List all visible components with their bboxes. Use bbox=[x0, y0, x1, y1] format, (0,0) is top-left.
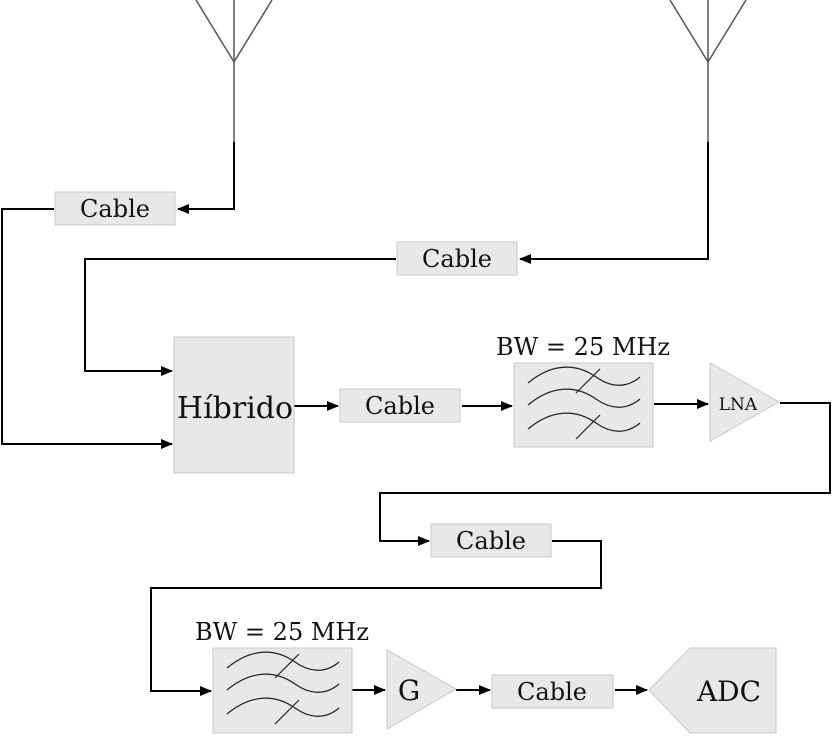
cable-block-2: Cable bbox=[396, 241, 518, 276]
lna-amplifier: LNA bbox=[709, 362, 781, 442]
adc-icon bbox=[648, 647, 777, 734]
wire-antenna-left-to-cable1 bbox=[177, 142, 235, 214]
cable-block-3: Cable bbox=[339, 388, 461, 423]
antenna-right-icon bbox=[669, 0, 747, 142]
antenna-left-icon bbox=[195, 0, 273, 142]
filter-icon bbox=[226, 651, 340, 725]
cable-block-1: Cable bbox=[54, 191, 176, 226]
cable-label: Cable bbox=[517, 678, 587, 706]
filter2-block bbox=[212, 647, 353, 734]
wire-antenna-right-to-cable2 bbox=[519, 142, 709, 264]
cable-label: Cable bbox=[422, 245, 492, 273]
filter1-bandwidth-label: BW = 25 MHz bbox=[496, 333, 670, 361]
cable-block-4: Cable bbox=[430, 523, 552, 558]
cable-label: Cable bbox=[80, 195, 150, 223]
wire-cable2-to-hybrid bbox=[84, 258, 396, 376]
amplifier-icon bbox=[386, 649, 458, 730]
gain-amplifier: G bbox=[386, 649, 458, 730]
gain-label: G bbox=[398, 674, 420, 707]
wire-lna-to-cable4 bbox=[379, 402, 831, 546]
cable-label: Cable bbox=[365, 392, 435, 420]
hybrid-block: Híbrido bbox=[173, 336, 295, 474]
lna-label: LNA bbox=[719, 395, 758, 415]
filter2-bandwidth-label: BW = 25 MHz bbox=[195, 618, 369, 646]
hybrid-label: Híbrido bbox=[177, 391, 293, 426]
adc-block: ADC bbox=[648, 647, 777, 734]
adc-label: ADC bbox=[696, 675, 761, 708]
amplifier-icon bbox=[709, 362, 781, 442]
cable-block-5: Cable bbox=[491, 674, 614, 709]
filter-icon bbox=[527, 366, 641, 440]
wire-cable4-to-filter2 bbox=[150, 540, 602, 696]
cable-label: Cable bbox=[456, 527, 526, 555]
wire-cable1-to-hybrid bbox=[1, 208, 173, 449]
filter1-block bbox=[513, 362, 654, 448]
